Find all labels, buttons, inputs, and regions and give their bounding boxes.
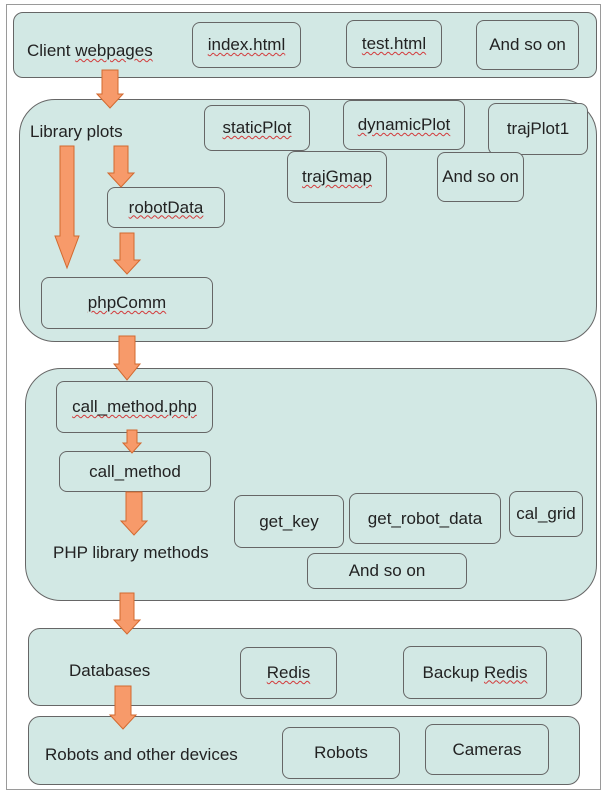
device-robots: Robots — [282, 727, 400, 779]
devices-label: Robots and other devices — [45, 745, 238, 764]
php-comm-box: phpComm — [41, 277, 213, 329]
db-backup-redis: Backup Redis — [403, 646, 547, 699]
databases-label: Databases — [69, 661, 151, 680]
client-webpages-label: Client webpages — [27, 41, 153, 60]
arrow-callmethodphp-to-callmethod — [121, 429, 143, 454]
arrow-library-to-php — [112, 335, 142, 381]
page-index-html: index.html — [192, 22, 301, 68]
method-cal-grid: cal_grid — [509, 491, 583, 537]
arrow-client-to-library — [95, 69, 125, 109]
method-get-robot-data: get_robot_data — [349, 493, 501, 544]
device-cameras: Cameras — [425, 724, 549, 775]
plot-static-plot: staticPlot — [204, 105, 310, 151]
arrow-databases-to-devices — [108, 685, 138, 730]
php-methods-label: PHP library methods — [53, 543, 209, 562]
arrow-robotdata-to-phpcomm — [112, 232, 142, 275]
arrow-callmethod-to-methods — [119, 491, 149, 536]
page-and-so-on: And so on — [476, 20, 579, 70]
robot-data-box: robotData — [107, 187, 225, 228]
library-plots-label: Library plots — [30, 122, 123, 141]
page-test-html: test.html — [346, 20, 442, 68]
db-redis: Redis — [240, 647, 337, 699]
plot-dynamic-plot: dynamicPlot — [343, 100, 465, 150]
plot-traj-gmap: trajGmap — [287, 151, 387, 203]
arrow-library-to-phpcomm — [54, 145, 80, 270]
plot-and-so-on: And so on — [437, 152, 524, 202]
call-method-php-box: call_method.php — [56, 381, 213, 433]
method-and-so-on: And so on — [307, 553, 467, 589]
arrow-library-to-robotdata — [106, 145, 136, 188]
plot-traj-plot1: trajPlot1 — [488, 103, 588, 155]
method-get-key: get_key — [234, 495, 344, 548]
arrow-php-to-databases — [112, 592, 142, 635]
